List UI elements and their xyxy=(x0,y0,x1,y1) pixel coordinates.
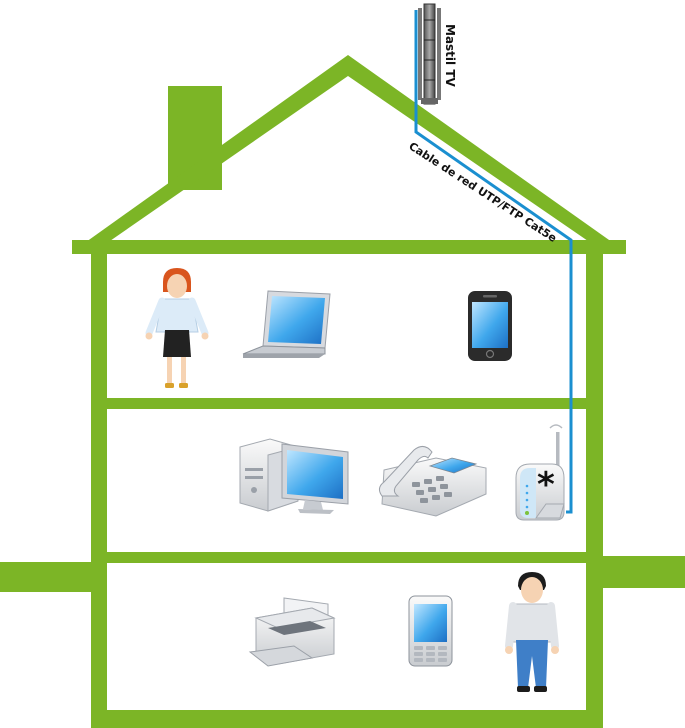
man-icon xyxy=(505,572,559,692)
floor-2 xyxy=(91,552,603,563)
router-asterisk: * xyxy=(537,465,555,505)
mast-label: Mastil TV xyxy=(443,24,457,88)
wifi-router-icon xyxy=(515,424,565,521)
network-cable xyxy=(414,10,573,514)
woman-icon xyxy=(145,268,209,388)
left-wall xyxy=(91,240,107,728)
tv-mast-icon xyxy=(418,3,441,105)
right-wall xyxy=(586,240,603,728)
attic-floor xyxy=(72,240,626,254)
floor-1 xyxy=(91,398,603,409)
smartphone-icon xyxy=(468,291,512,361)
right-ground-ext xyxy=(586,556,685,588)
house-structure xyxy=(0,55,685,728)
desk-phone-icon xyxy=(378,446,487,517)
ground-floor xyxy=(91,710,603,728)
printer-icon xyxy=(248,597,336,667)
laptop-icon xyxy=(242,290,331,358)
roof xyxy=(72,55,626,252)
left-ground-ext xyxy=(0,562,107,592)
mobile-phone-icon xyxy=(408,595,453,667)
desktop-computer-icon xyxy=(239,438,349,514)
